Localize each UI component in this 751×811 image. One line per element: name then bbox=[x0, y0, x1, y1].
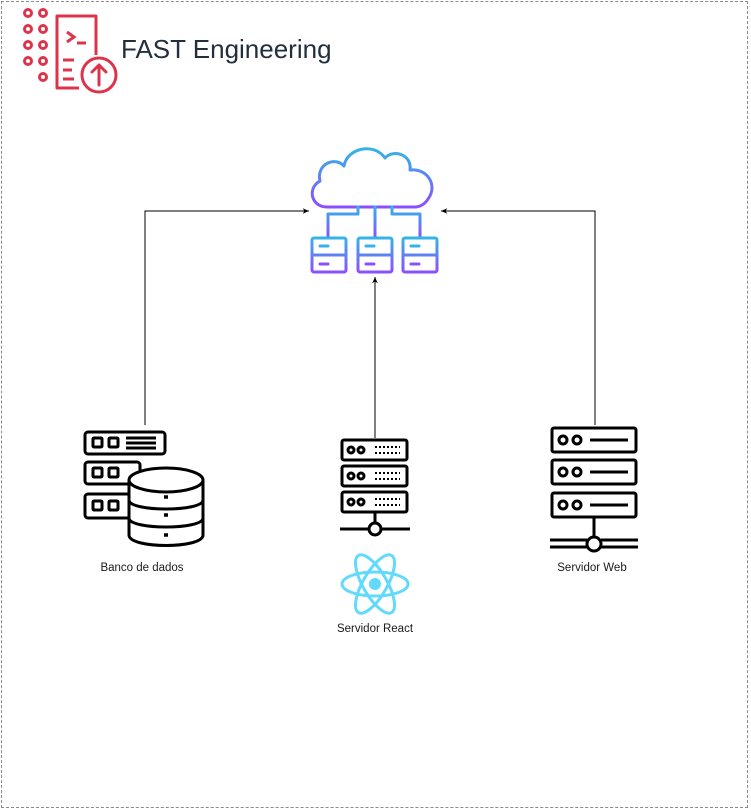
connectors bbox=[144, 208, 596, 438]
connector-web-to-cloud bbox=[441, 208, 596, 425]
web-server-icon bbox=[550, 426, 638, 553]
connector-database-to-cloud bbox=[144, 208, 309, 425]
web-server-label: Servidor Web bbox=[557, 562, 627, 574]
database-label: Banco de dados bbox=[100, 562, 184, 574]
database-server-icon bbox=[83, 430, 205, 547]
code-pipeline-logo-icon bbox=[23, 8, 118, 94]
react-server-label: Servidor React bbox=[336, 623, 414, 635]
server-network-icon bbox=[340, 438, 410, 537]
cloud-servers-icon bbox=[310, 147, 439, 274]
react-icon bbox=[340, 553, 410, 615]
diagram-title: FAST Engineering bbox=[121, 34, 332, 64]
